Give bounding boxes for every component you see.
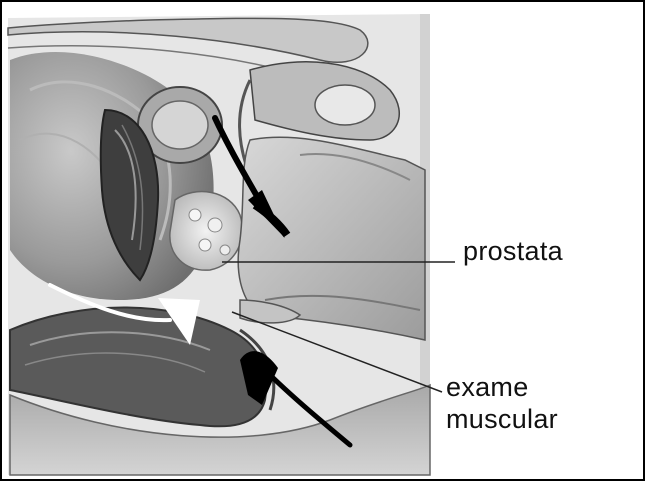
exam-label-line1: exame (446, 371, 558, 403)
exam-label-line2: muscular (446, 403, 558, 435)
prostate-gland (170, 192, 243, 271)
prostata-label: prostata (463, 236, 563, 266)
exam-label: exame muscular (446, 371, 558, 435)
examining-hand (238, 137, 425, 340)
